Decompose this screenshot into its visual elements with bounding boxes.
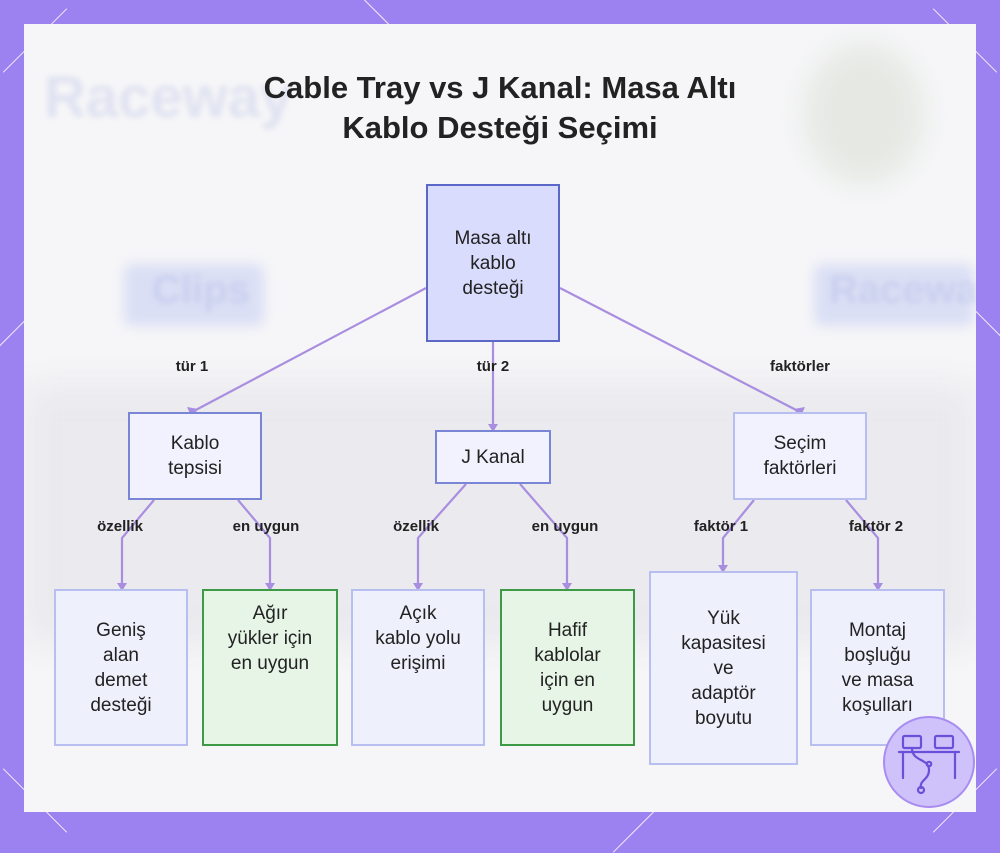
node-factor-2-line: Montaj: [848, 619, 907, 641]
node-j-kanal-label: J Kanal: [461, 446, 525, 468]
node-factor-2-line: ve masa: [841, 669, 914, 691]
node-tray-feature-line: Geniş: [96, 619, 146, 641]
node-root-line: kablo: [470, 252, 516, 274]
background-ghost-text: Raceway: [44, 65, 293, 130]
node-root-line: Masa altı: [454, 227, 532, 249]
node-factor-2-line: boşluğu: [844, 644, 911, 666]
background-ghost-box: [124, 264, 264, 326]
background-ghost-text: Clips: [152, 268, 250, 312]
node-j-best-line: uygun: [541, 694, 594, 716]
node-factor-2-line: koşulları: [842, 694, 913, 716]
node-tray-feature: Geniş alan demet desteği: [54, 589, 188, 746]
edge-label-j-feature: özellik: [393, 518, 439, 535]
node-j-kanal: J Kanal: [435, 430, 551, 484]
title-line-2: Kablo Desteği Seçimi: [342, 110, 658, 145]
arrowhead: [413, 583, 423, 591]
node-factor-1-line: kapasitesi: [681, 632, 766, 654]
node-tray-feature-line: desteği: [90, 694, 152, 716]
arrowhead: [117, 583, 127, 591]
node-j-best-line: için en: [540, 669, 595, 691]
edge-tray-feature: [120, 499, 155, 589]
node-tray-best-line: Ağır: [252, 603, 288, 624]
node-j-feature-line: Açık: [399, 603, 437, 624]
edge-label-factors: faktörler: [769, 358, 831, 375]
node-factor-1-line: boyutu: [694, 707, 753, 729]
edge-j-feature: [416, 483, 467, 589]
arrowhead: [562, 583, 572, 591]
edge-label-factor2: faktör 2: [848, 518, 904, 535]
edge-label-tray-best: en uygun: [232, 518, 300, 535]
node-selection-factors-line: Seçim: [773, 433, 827, 454]
node-factor-1-line: adaptör: [691, 682, 756, 704]
edge-label-factor1: faktör 1: [693, 518, 749, 535]
edge-j-best: [519, 483, 569, 589]
node-j-feature: Açık kablo yolu erişimi: [351, 589, 485, 746]
diagram-title: Cable Tray vs J Kanal: Masa Altı Kablo D…: [24, 68, 976, 148]
arrowhead: [488, 424, 498, 432]
node-j-feature-line: kablo yolu: [375, 628, 461, 649]
background-ghost-text: Raceway: [829, 268, 976, 312]
title-line-1: Cable Tray vs J Kanal: Masa Altı: [263, 70, 737, 105]
edge-label-tray-feature: özellik: [97, 518, 143, 535]
edge-tray-best: [237, 499, 272, 589]
node-selection-factors: Seçim faktörleri: [733, 412, 867, 500]
edge-factor2: [845, 499, 880, 589]
node-tray-feature-line: demet: [94, 669, 148, 691]
arrowhead: [718, 565, 728, 573]
logo-badge: [883, 716, 975, 808]
node-j-best: Hafif kablolar için en uygun: [500, 589, 635, 746]
arrowhead: [873, 583, 883, 591]
node-tray-best-line: en uygun: [230, 653, 310, 674]
arrowhead: [265, 583, 275, 591]
node-selection-factors-line: faktörleri: [763, 458, 837, 479]
node-j-feature-line: erişimi: [390, 653, 446, 674]
node-root: Masa altı kablo desteği: [426, 184, 560, 342]
edge-label-type2: tür 2: [476, 358, 510, 375]
node-cable-tray: Kablo tepsisi: [128, 412, 262, 500]
background-ghost-box: [814, 264, 974, 326]
node-cable-tray-line: tepsisi: [168, 458, 222, 479]
node-tray-feature-line: alan: [103, 644, 139, 666]
node-root-line: desteği: [462, 277, 524, 299]
node-factor-1-line: ve: [713, 657, 734, 679]
edge-root-tray: [191, 287, 427, 413]
node-tray-best-line: yükler için: [227, 628, 313, 649]
diagram-card: Raceway Clips Raceway Cable Tray vs J Ka…: [24, 24, 976, 812]
node-factor-1: Yük kapasitesi ve adaptör boyutu: [649, 571, 798, 765]
node-tray-best: Ağır yükler için en uygun: [202, 589, 338, 746]
edges-layer: [117, 287, 883, 591]
desk-cable-icon: [897, 734, 961, 795]
node-factor-1-line: Yük: [707, 607, 740, 629]
node-j-best-line: Hafif: [547, 619, 588, 641]
edge-label-j-best: en uygun: [531, 518, 599, 535]
node-cable-tray-line: Kablo: [170, 433, 220, 454]
edge-label-type1: tür 1: [175, 358, 209, 375]
node-j-best-line: kablolar: [534, 644, 601, 666]
background-ghost-plant: [804, 44, 924, 184]
edge-factor1: [721, 499, 755, 571]
edge-root-factors: [559, 287, 801, 413]
